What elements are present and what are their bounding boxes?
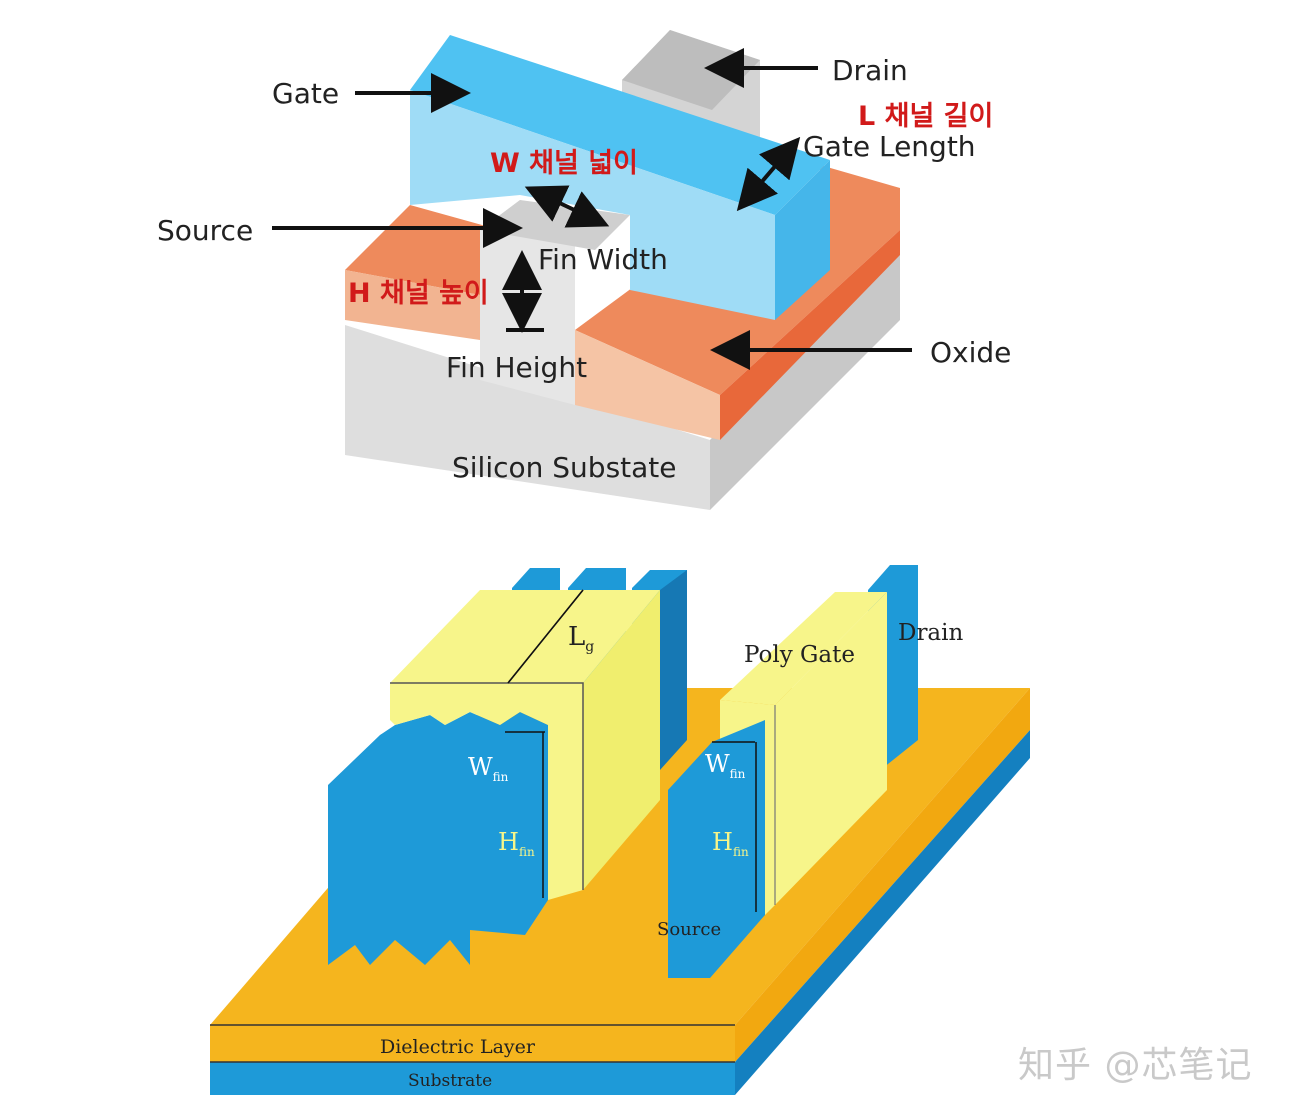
- slab-right-blue: [735, 730, 1030, 1095]
- drain-label-bottom: Drain: [898, 620, 964, 646]
- gate-right: [775, 160, 830, 320]
- right-gate-front: [720, 700, 775, 915]
- fin-width-label: Fin Width: [538, 243, 668, 276]
- left-gate-side: [583, 590, 660, 890]
- drain-label: Drain: [832, 54, 908, 87]
- bottom-labels: Lg Poly Gate Drain Wfin Hfin Wfin Hfin S…: [380, 589, 964, 1091]
- gate-label: Gate: [272, 77, 339, 110]
- top-labels: Gate Drain L 채널 길이 Gate Length W 채널 넓이 S…: [157, 48, 1011, 484]
- bottom-finfet-diagram: [210, 565, 1030, 1095]
- oxide-left-front: [345, 270, 480, 340]
- korean-length-label: L 채널 길이: [858, 101, 993, 132]
- korean-height-label: H 채널 높이: [348, 278, 489, 309]
- poly-gate-label: Poly Gate: [744, 642, 855, 668]
- back-fin-side: [660, 570, 687, 770]
- w-fin-left-label: Wfin: [468, 753, 509, 784]
- oxide-back-block: [820, 165, 900, 260]
- h-fin-left-label: Hfin: [498, 828, 535, 859]
- oxide-right-side: [720, 230, 900, 440]
- h-fin-right-label: Hfin: [712, 828, 749, 859]
- oxide-label: Oxide: [930, 336, 1011, 369]
- lg-label: Lg: [568, 622, 594, 655]
- substrate-front-layer: [210, 1062, 735, 1095]
- fin-height-label: Fin Height: [446, 351, 587, 384]
- korean-width-label: W 채널 넓이: [490, 148, 638, 179]
- left-fin-front: [328, 712, 548, 965]
- substrate-layer-label: Substrate: [408, 1071, 492, 1091]
- slab-right-orange: [735, 688, 1030, 1062]
- source-label: Source: [157, 214, 253, 247]
- right-gate-top: [720, 592, 887, 705]
- left-gate-front: [390, 683, 583, 900]
- substrate-label: Silicon Substate: [452, 451, 677, 484]
- oxide-right-front: [575, 330, 720, 440]
- gate-top: [410, 35, 830, 215]
- left-gate-top: [390, 590, 660, 683]
- gate-length-label: Gate Length: [803, 130, 976, 163]
- watermark: 知乎 @芯笔记: [1018, 1045, 1253, 1086]
- right-fin-front: [668, 720, 765, 978]
- w-fin-right-label: Wfin: [705, 750, 746, 781]
- dielectric-front: [210, 1025, 735, 1062]
- substrate-front: [345, 325, 710, 510]
- dielectric-layer-label: Dielectric Layer: [380, 1036, 536, 1058]
- source-label-bottom: Source: [657, 919, 721, 940]
- right-gate-side: [775, 592, 887, 905]
